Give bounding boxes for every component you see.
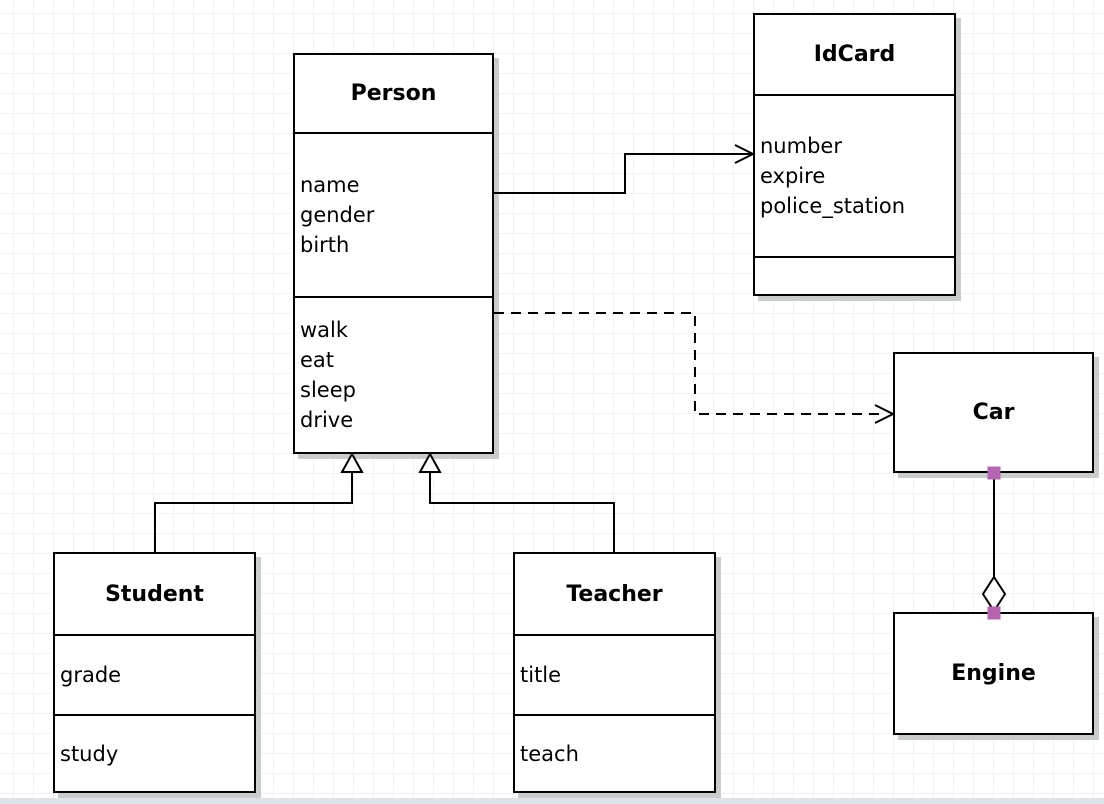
class-methods-student: study	[55, 714, 254, 791]
class-title-engine: Engine	[951, 661, 1036, 686]
edge-person-car-dependency[interactable]	[494, 312, 896, 424]
attribute: name	[300, 173, 360, 197]
method: eat	[300, 348, 335, 372]
class-title-teacher: Teacher	[566, 581, 663, 607]
attribute: number	[760, 134, 842, 158]
class-title-student: Student	[105, 581, 204, 607]
hollow-triangle-icon	[418, 451, 442, 473]
method: walk	[300, 318, 349, 342]
method: teach	[520, 741, 579, 766]
method: sleep	[300, 378, 356, 402]
class-node-teacher[interactable]: Teacher title teach	[513, 552, 716, 793]
class-title-person: Person	[350, 81, 437, 106]
attribute: title	[520, 663, 562, 687]
class-attributes-idcard: number expire police_station	[755, 94, 954, 256]
hollow-diamond-icon	[981, 575, 1007, 613]
open-arrowhead-icon	[734, 144, 756, 164]
class-attributes-teacher: title	[515, 634, 714, 714]
class-node-car[interactable]: Car	[893, 352, 1094, 473]
attribute: police_station	[760, 194, 906, 218]
open-arrowhead-icon	[874, 404, 896, 424]
class-title-idcard: IdCard	[813, 42, 896, 67]
edge-car-engine-aggregation[interactable]	[981, 466, 1007, 620]
hollow-triangle-icon	[340, 451, 364, 473]
class-node-idcard[interactable]: IdCard number expire police_station	[753, 13, 956, 296]
edge-teacher-person-generalization[interactable]	[418, 451, 615, 552]
class-node-engine[interactable]: Engine	[893, 612, 1094, 735]
attribute: expire	[760, 164, 826, 188]
class-title-car: Car	[972, 400, 1015, 425]
class-methods-person: walk eat sleep drive	[295, 296, 492, 452]
class-node-person[interactable]: Person name gender birth walk eat sleep …	[293, 53, 494, 454]
class-attributes-person: name gender birth	[295, 132, 492, 296]
attribute: gender	[300, 203, 375, 227]
attribute: birth	[300, 233, 350, 257]
canvas-bottom-strip	[0, 798, 1104, 804]
class-node-student[interactable]: Student grade study	[53, 552, 256, 793]
attribute: grade	[60, 663, 122, 687]
edge-person-idcard-association[interactable]	[494, 144, 756, 194]
class-methods-idcard	[755, 256, 954, 294]
method: study	[60, 741, 119, 766]
method: drive	[300, 408, 354, 432]
edge-student-person-generalization[interactable]	[154, 451, 364, 552]
class-methods-teacher: teach	[515, 714, 714, 791]
class-attributes-student: grade	[55, 634, 254, 714]
